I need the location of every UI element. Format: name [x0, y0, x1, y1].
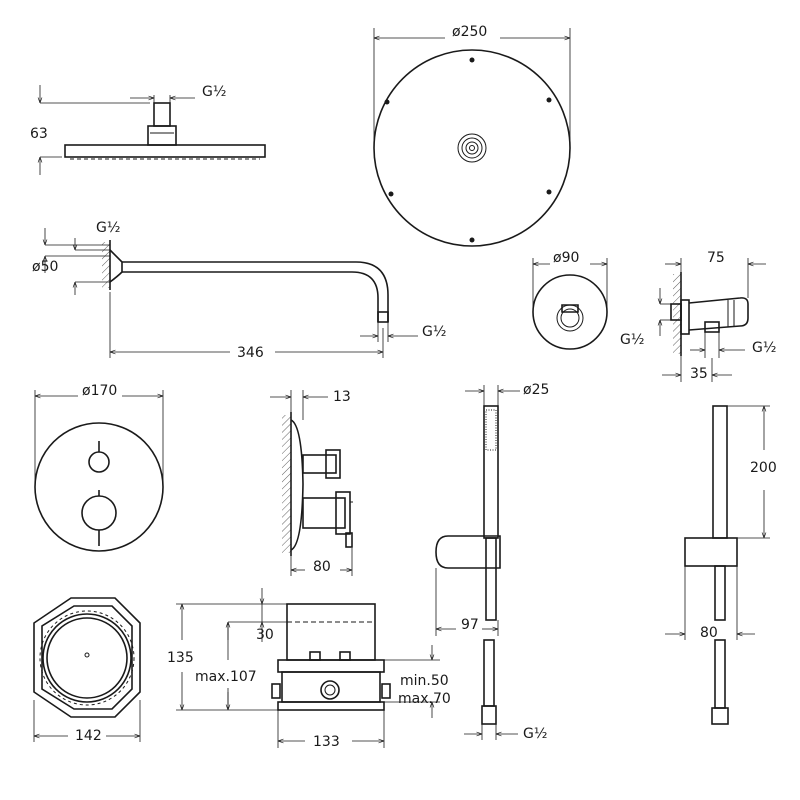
slide-front-view: 200 80 [665, 405, 777, 725]
head-diameter-label: ø250 [452, 24, 487, 40]
wall-outlet-view: ø90 [532, 250, 608, 350]
body-max-finish-label: max.70 [398, 691, 451, 707]
head-thread-label: G½ [202, 84, 226, 100]
hand-shower-diameter-label: ø25 [523, 382, 549, 398]
overhead-shower-side-view: 63 G½ [30, 84, 266, 175]
holder-thread-left-label: G½ [620, 332, 644, 348]
hand-shower-holder-view: 75 G½ G½ 35 [620, 250, 776, 382]
arm-length-label: 346 [237, 345, 264, 361]
hose-thread-label: G½ [523, 726, 547, 742]
concealed-body-side-view: 135 30 max.107 min.50 max.70 133 [167, 588, 451, 750]
valve-plate-front-view: ø170 [34, 383, 164, 552]
arm-flange-diameter-label: ø50 [32, 259, 58, 275]
body-width-label: 133 [313, 734, 340, 750]
plate-projection-label: 13 [333, 389, 351, 405]
body-cover-label: 30 [256, 627, 274, 643]
plate-diameter-label: ø170 [82, 383, 117, 399]
slide-depth-label: 80 [700, 625, 718, 641]
body-max-depth-label: max.107 [195, 669, 257, 685]
arm-thread-top-label: G½ [96, 220, 120, 236]
arm-thread-bottom-label: G½ [422, 324, 446, 340]
mounting-box-top-view: 142 [33, 597, 141, 744]
hand-shower-reach-label: 97 [461, 617, 479, 633]
hand-shower-side-view: ø25 97 G½ [435, 382, 549, 742]
head-height-label: 63 [30, 126, 48, 142]
box-width-label: 142 [75, 728, 102, 744]
outlet-diameter-label: ø90 [553, 250, 579, 266]
overhead-shower-top-view: ø250 [373, 24, 571, 247]
shower-arm-view: G½ ø50 346 G½ [32, 220, 446, 361]
hand-shower-length-label: 200 [750, 460, 777, 476]
holder-thread-right-label: G½ [752, 340, 776, 356]
valve-side-view: 13 80 [270, 389, 353, 576]
valve-depth-label: 80 [313, 559, 331, 575]
body-min-depth-label: min.50 [400, 673, 449, 689]
holder-depth-label: 75 [707, 250, 725, 266]
body-height-label: 135 [167, 650, 194, 666]
holder-offset-label: 35 [690, 366, 708, 382]
